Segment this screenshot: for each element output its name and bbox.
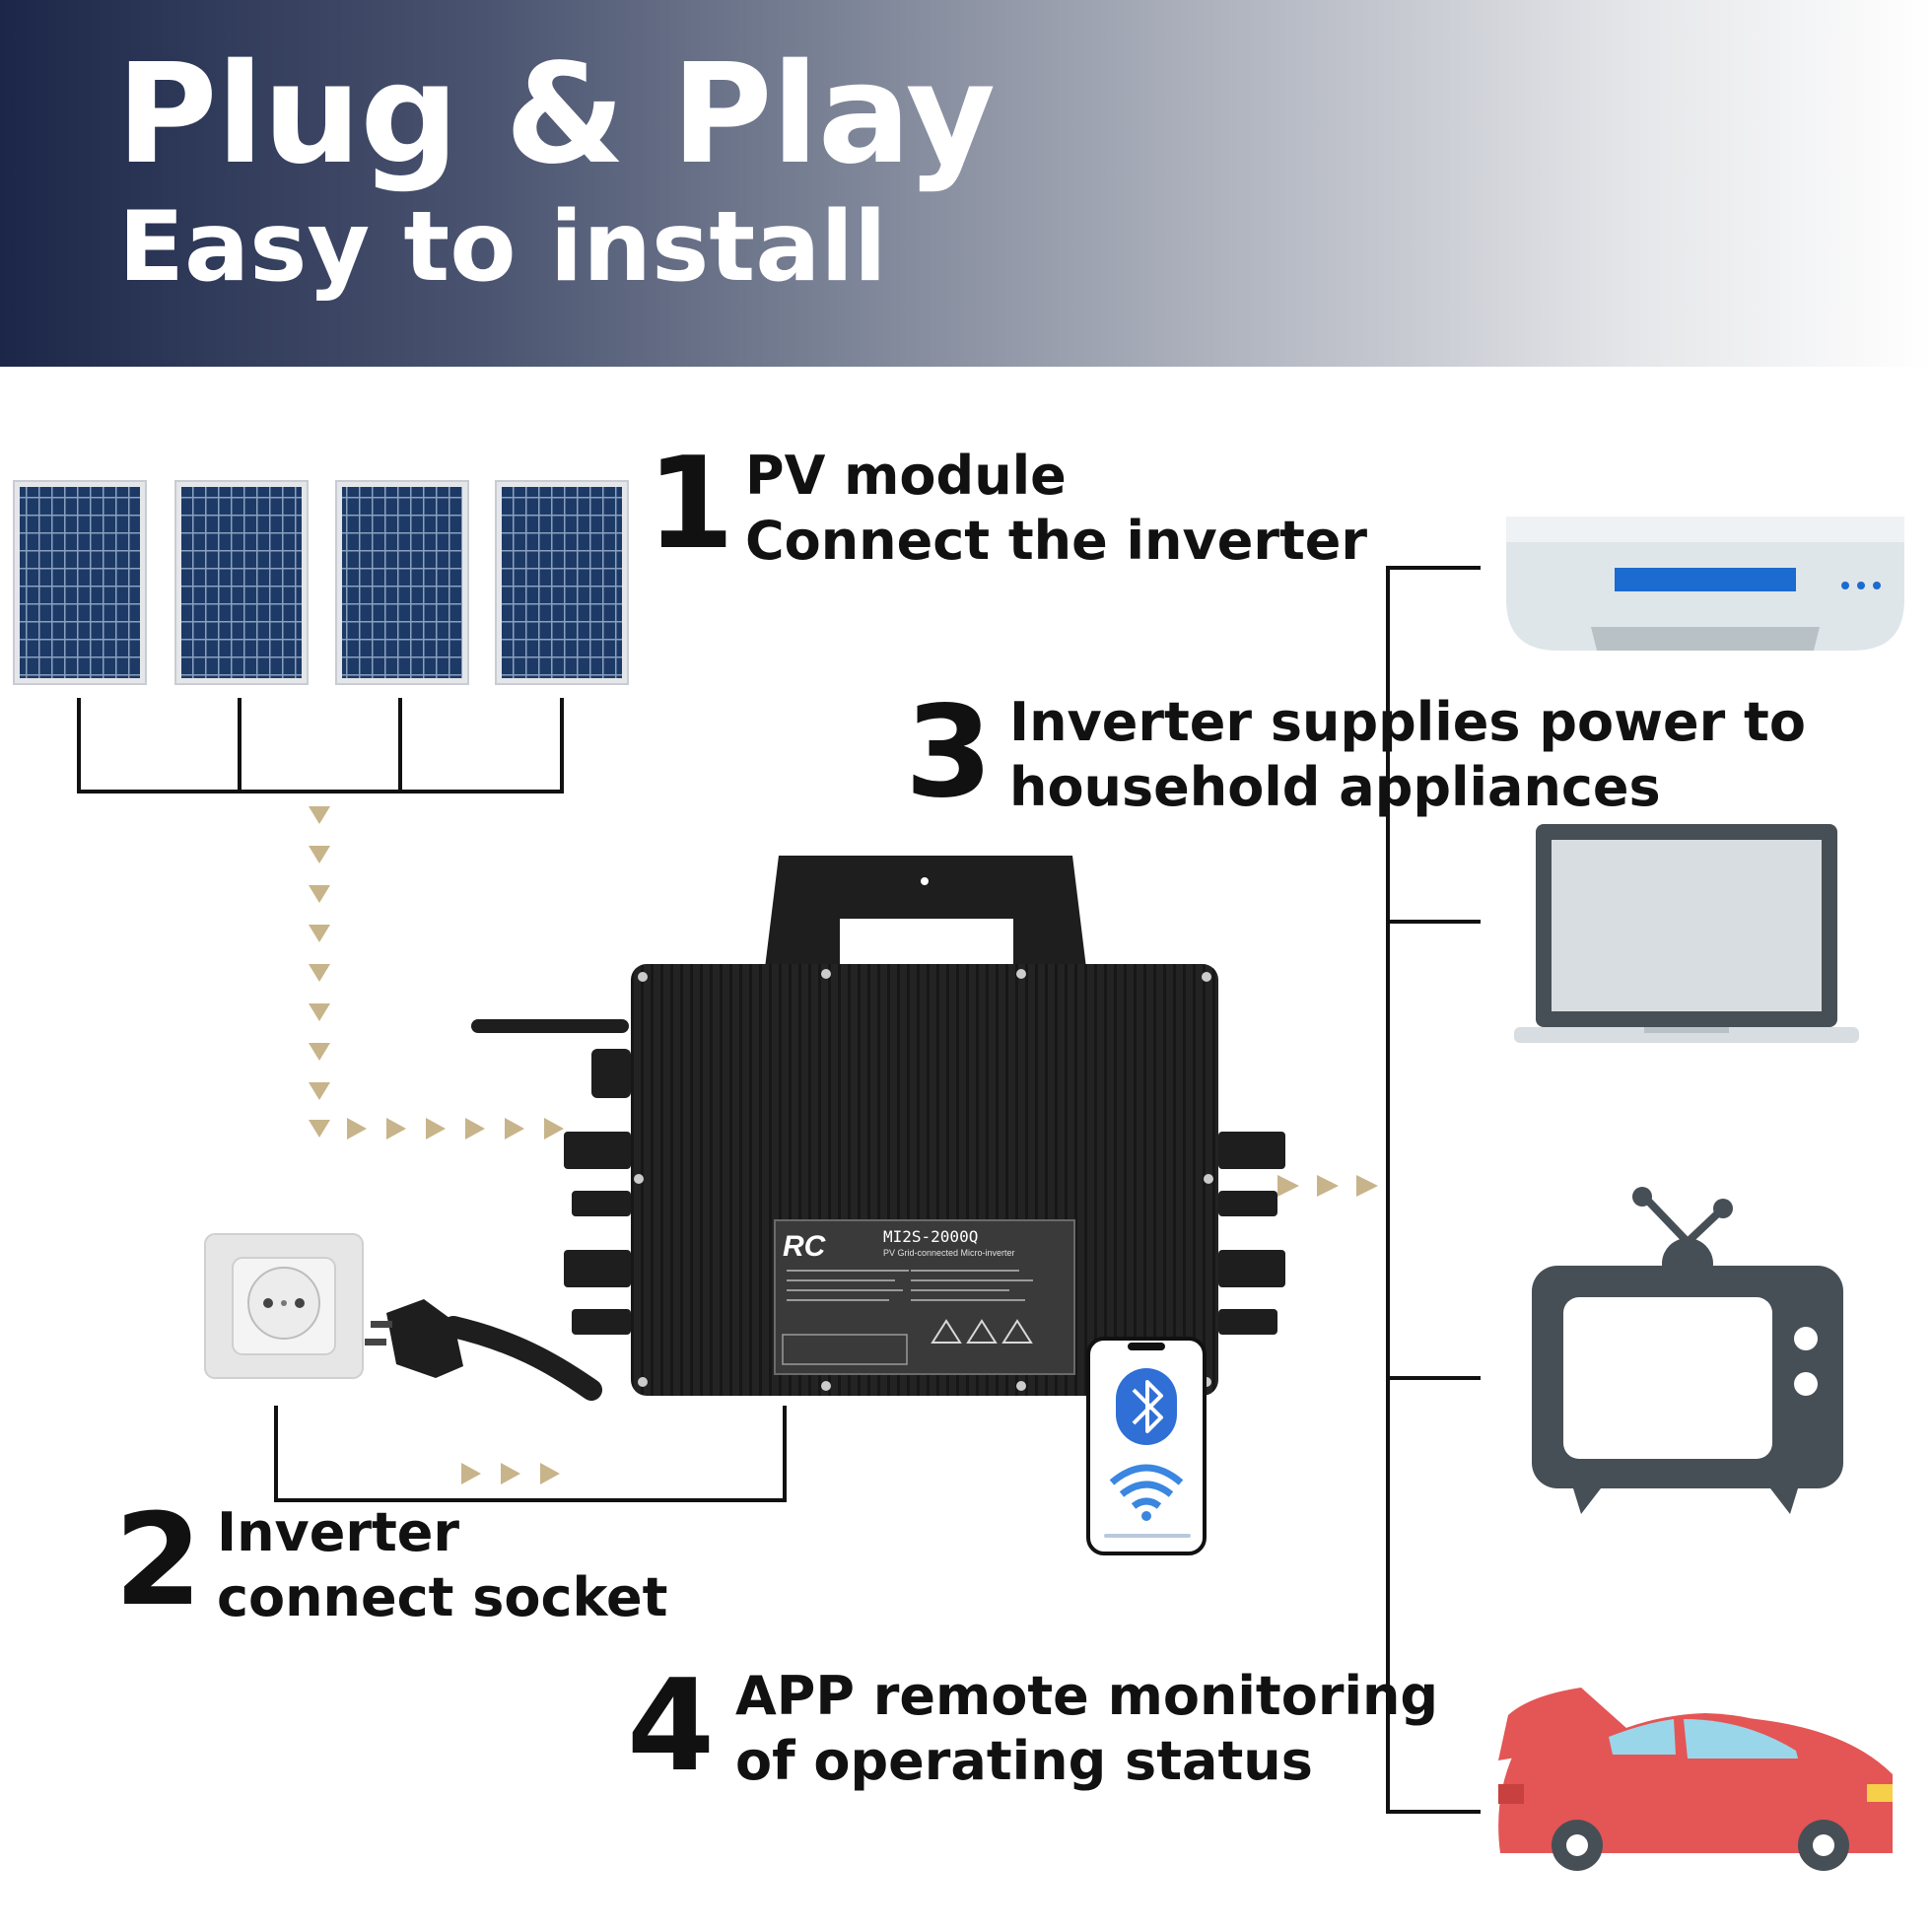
- inverter-description: PV Grid-connected Micro-inverter: [883, 1248, 1015, 1258]
- air-conditioner-icon: [1506, 517, 1904, 651]
- wifi-icon: [1109, 1464, 1184, 1521]
- step-2-number: 2: [114, 1487, 203, 1634]
- flow-arrows-output: [1277, 1175, 1378, 1197]
- micro-inverter-image: [471, 856, 1285, 1396]
- step-1-line2: Connect the inverter: [745, 510, 1368, 572]
- solar-panel-icon: [335, 480, 469, 685]
- page-title: Plug & Play: [116, 34, 996, 195]
- solar-panels: [13, 480, 629, 685]
- inverter-model: MI2S-2000Q: [883, 1227, 978, 1246]
- wall-socket-icon: [204, 1233, 364, 1379]
- solar-panel-icon: [174, 480, 309, 685]
- step-3-line1: Inverter supplies power to: [1009, 691, 1806, 753]
- step-2-label: Inverter connect socket: [217, 1500, 667, 1630]
- step-2-line2: connect socket: [217, 1566, 668, 1628]
- smartphone-app-icon: [1086, 1337, 1207, 1555]
- inverter-brand-logo: RC: [783, 1230, 827, 1263]
- power-plug-icon: [365, 1299, 602, 1401]
- tv-icon: [1532, 1187, 1843, 1514]
- solar-panel-icon: [13, 480, 147, 685]
- laptop-icon: [1514, 824, 1859, 1043]
- step-1-label: PV module Connect the inverter: [745, 444, 1367, 574]
- step-3-line2: household appliances: [1009, 756, 1661, 818]
- step-4-line1: APP remote monitoring: [735, 1665, 1439, 1727]
- step-4-line2: of operating status: [735, 1730, 1313, 1792]
- flow-arrows-right: [347, 1118, 564, 1139]
- step-2-line1: Inverter: [217, 1501, 460, 1563]
- step-3-label: Inverter supplies power to household app…: [1009, 690, 1806, 820]
- step-4-number: 4: [627, 1653, 716, 1800]
- page-subtitle: Easy to install: [118, 191, 887, 304]
- step-1-line1: PV module: [745, 445, 1067, 507]
- flow-arrows-socket: [461, 1463, 560, 1484]
- bluetooth-icon: [1116, 1368, 1177, 1445]
- step-4-label: APP remote monitoring of operating statu…: [735, 1664, 1438, 1794]
- socket-wiring: [274, 1406, 787, 1502]
- panel-wiring: [77, 698, 564, 794]
- flow-arrows-down: [309, 806, 330, 1138]
- appliance-wiring: [1386, 566, 1481, 1814]
- step-1-number: 1: [647, 431, 735, 578]
- header-banner: [0, 0, 1932, 367]
- solar-panel-icon: [495, 480, 629, 685]
- step-3-number: 3: [905, 679, 994, 826]
- car-icon: [1498, 1688, 1893, 1871]
